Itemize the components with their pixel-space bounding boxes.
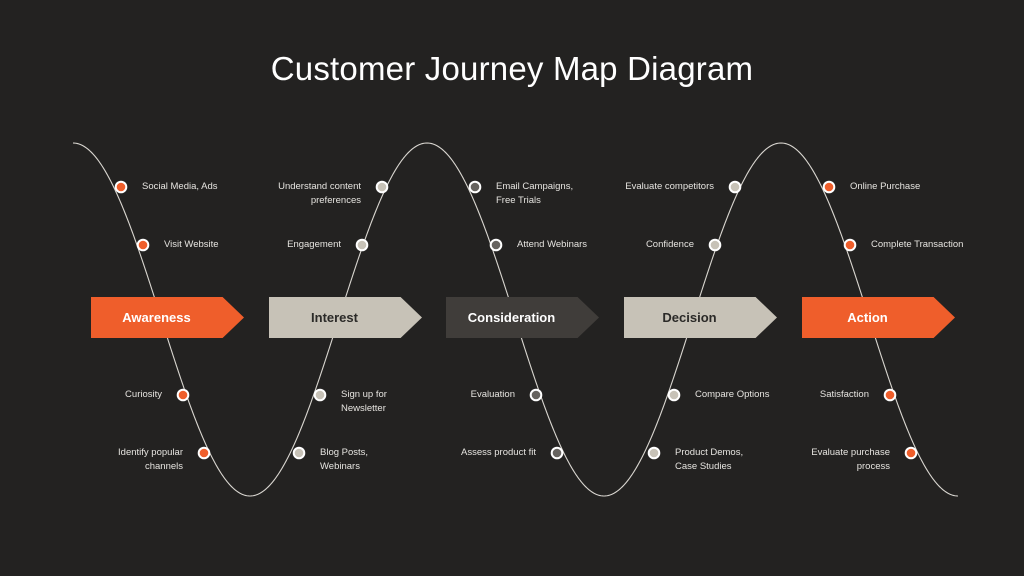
stage-label: Consideration <box>467 310 556 325</box>
touchpoint-dot <box>355 238 369 252</box>
touchpoint-label-line: Complete Transaction <box>871 239 964 250</box>
touchpoint-dot <box>647 446 661 460</box>
touchpoint-label: Engagement <box>287 238 341 252</box>
touchpoint-label-line: Product Demos, <box>675 447 744 458</box>
stage-label: Decision <box>662 310 717 325</box>
touchpoint-dot <box>728 180 742 194</box>
touchpoint-label-line: Satisfaction <box>819 389 869 400</box>
touchpoint-label: Evaluate competitors <box>625 180 714 194</box>
touchpoint-label-line: channels <box>144 460 183 472</box>
touchpoint-dot <box>292 446 306 460</box>
touchpoint-label-line: preferences <box>310 194 361 206</box>
touchpoint-label: Complete Transaction <box>871 238 963 252</box>
touchpoint-label-line: Compare Options <box>695 389 770 400</box>
touchpoint-label-line: Email Campaigns, <box>496 181 574 192</box>
touchpoint-label: Visit Website <box>164 238 219 252</box>
touchpoint-label-line: Evaluation <box>470 389 515 400</box>
touchpoint-label: Satisfaction <box>820 388 869 402</box>
touchpoint-label-line: Evaluate purchase <box>811 447 890 458</box>
touchpoint-label-line: Social Media, Ads <box>142 181 218 192</box>
touchpoint-label-line: Assess product fit <box>461 447 536 458</box>
page-title: Customer Journey Map Diagram <box>270 50 754 87</box>
touchpoint-label: Understand content preferences <box>278 180 361 207</box>
touchpoint-label: Confidence <box>646 238 694 252</box>
touchpoint-label-line: Confidence <box>645 239 694 250</box>
touchpoint-dot <box>550 446 564 460</box>
touchpoint-label-line: Free Trials <box>496 194 541 206</box>
touchpoint-label-line: Newsletter <box>341 402 386 414</box>
touchpoint-dot <box>822 180 836 194</box>
touchpoint-label-line: Evaluate competitors <box>625 181 714 192</box>
touchpoint-dots <box>114 180 918 460</box>
stage-awareness: Awareness <box>91 297 244 338</box>
touchpoint-dot <box>136 238 150 252</box>
touchpoint-label-line: Attend Webinars <box>517 239 588 250</box>
touchpoint-dot <box>114 180 128 194</box>
touchpoint-label: Assess product fit <box>461 446 536 460</box>
touchpoint-label-line: Case Studies <box>675 460 732 472</box>
touchpoint-dot <box>708 238 722 252</box>
touchpoint-label: Compare Options <box>695 388 769 402</box>
touchpoint-label: Attend Webinars <box>517 238 587 252</box>
touchpoint-dot <box>843 238 857 252</box>
touchpoint-label-line: Sign up for <box>341 389 387 400</box>
touchpoint-label: Online Purchase <box>850 180 920 194</box>
touchpoint-label-line: Curiosity <box>125 389 162 400</box>
touchpoint-label-line: Webinars <box>320 460 360 472</box>
touchpoint-dot <box>489 238 503 252</box>
touchpoint-label-line: Understand content <box>278 181 361 192</box>
touchpoint-dot <box>529 388 543 402</box>
stage-decision: Decision <box>624 297 777 338</box>
touchpoint-label: Product Demos, Case Studies <box>675 446 743 473</box>
stage-label: Awareness <box>122 310 191 325</box>
touchpoint-label-line: Visit Website <box>164 239 219 250</box>
touchpoint-label: Evaluation <box>471 388 515 402</box>
touchpoint-label-line: Engagement <box>287 239 341 250</box>
touchpoint-label-line: Blog Posts, <box>320 447 369 458</box>
stage-label: Interest <box>311 310 358 325</box>
touchpoint-label: Blog Posts, Webinars <box>320 446 368 473</box>
touchpoint-label: Evaluate purchase process <box>811 446 890 473</box>
stage-label: Action <box>847 310 888 325</box>
touchpoint-dot <box>375 180 389 194</box>
touchpoint-label-line: Identify popular <box>118 447 183 458</box>
touchpoint-label: Email Campaigns, Free Trials <box>496 180 573 207</box>
touchpoint-label: Curiosity <box>125 388 162 402</box>
touchpoint-label: Social Media, Ads <box>142 180 218 194</box>
touchpoint-dot <box>468 180 482 194</box>
stage-interest: Interest <box>269 297 422 338</box>
touchpoint-dot <box>176 388 190 402</box>
touchpoint-dot <box>883 388 897 402</box>
touchpoint-dot <box>313 388 327 402</box>
touchpoint-label: Identify popular channels <box>118 446 183 473</box>
touchpoint-label-line: process <box>856 460 890 472</box>
touchpoint-label-line: Online Purchase <box>850 181 921 192</box>
touchpoint-dot <box>197 446 211 460</box>
stage-consideration: Consideration <box>446 297 599 338</box>
stage-action: Action <box>802 297 955 338</box>
touchpoint-dot <box>904 446 918 460</box>
touchpoint-dot <box>667 388 681 402</box>
